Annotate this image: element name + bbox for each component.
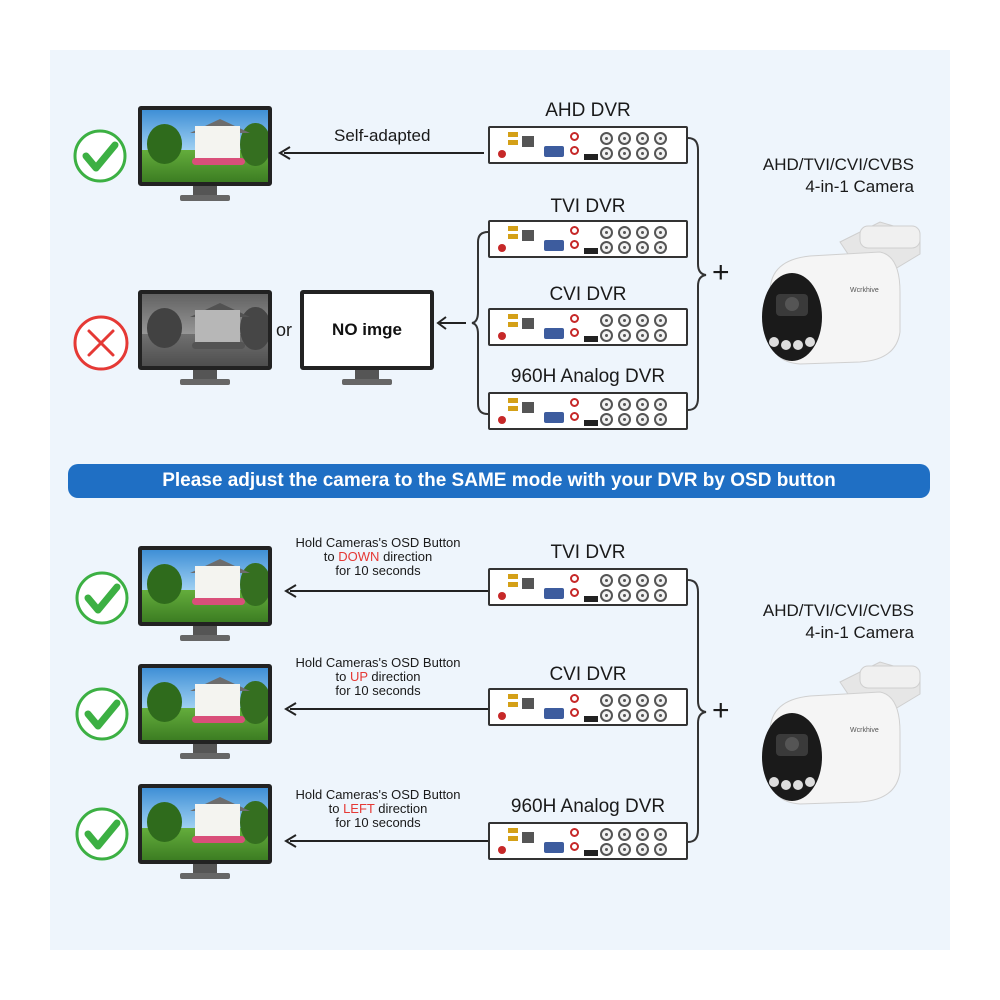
dvr-box (488, 822, 688, 860)
monitor-good (138, 106, 272, 206)
dvr-label: TVI DVR (550, 542, 626, 563)
monitor-bw (138, 290, 272, 390)
self-adapted-label: Self-adapted (334, 126, 431, 145)
dvr-label: CVI DVR (549, 284, 627, 305)
plus-sign: + (712, 256, 730, 289)
bracket-icon (687, 579, 707, 843)
osd-instruction: Hold Cameras's OSD Button to DOWN direct… (295, 535, 461, 578)
dvr-label: 960H Analog DVR (510, 796, 666, 817)
dvr-box (488, 568, 688, 606)
plus-sign: + (712, 694, 730, 727)
arrow-left-icon (284, 702, 488, 716)
bracket-icon (471, 231, 489, 415)
bottom-section: Hold Cameras's OSD Button to DOWN direct… (50, 50, 950, 950)
monitor-good (138, 664, 272, 764)
cross-circle-icon (72, 314, 130, 372)
dvr-box (488, 126, 688, 164)
monitor-no-image: NO imge (300, 290, 434, 390)
check-circle-icon (74, 686, 130, 742)
dvr-box (488, 308, 688, 346)
osd-instruction: Hold Cameras's OSD Button to UP directio… (295, 655, 461, 698)
dvr-label: AHD DVR (545, 100, 631, 121)
camera-label: AHD/TVI/CVI/CVBS 4-in-1 Camera (762, 601, 914, 642)
dvr-box (488, 392, 688, 430)
dvr-label: 960H Analog DVR (510, 366, 666, 387)
instruction-banner: Please adjust the camera to the SAME mod… (68, 464, 930, 498)
camera-illustration: Wcrkhive (762, 661, 921, 805)
osd-instruction: Hold Cameras's OSD Button to LEFT direct… (295, 787, 461, 830)
arrow-left-icon (436, 316, 466, 330)
bracket-icon (687, 137, 707, 411)
check-circle-icon (72, 128, 128, 184)
no-image-text: NO imge (332, 320, 402, 339)
monitor-good (138, 546, 272, 646)
or-label: or (276, 320, 293, 340)
dvr-label: TVI DVR (550, 196, 626, 217)
check-circle-icon (74, 570, 130, 626)
camera-brand: Wcrkhive (850, 287, 879, 294)
monitor-good (138, 784, 272, 884)
dvr-box (488, 688, 688, 726)
check-circle-icon (74, 806, 130, 862)
camera-label: AHD/TVI/CVI/CVBS 4-in-1 Camera (762, 155, 914, 196)
arrow-left-icon (278, 146, 484, 160)
camera-illustration: Wcrkhive (762, 221, 921, 365)
dvr-label: CVI DVR (549, 664, 627, 685)
camera-brand: Wcrkhive (850, 727, 879, 734)
arrow-left-icon (284, 834, 488, 848)
arrow-left-icon (284, 584, 488, 598)
dvr-box (488, 220, 688, 258)
